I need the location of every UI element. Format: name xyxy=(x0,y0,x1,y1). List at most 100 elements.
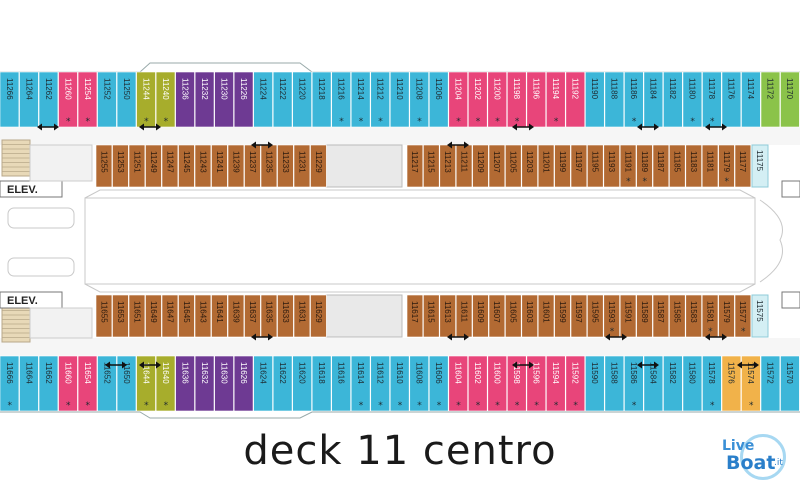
bottom-outer-row-cabin-number: 11582 xyxy=(668,362,677,384)
cabin-top-inner-end xyxy=(751,144,769,188)
bottom-outer-row-cabin-star: * xyxy=(8,401,13,411)
top-inner-right-row-cabin-star: * xyxy=(626,177,631,187)
bottom-outer-row-cabin-number: 11594 xyxy=(551,362,560,384)
top-inner-left-row-cabin-number: 11231 xyxy=(297,151,306,173)
bottom-outer-row-cabin xyxy=(155,355,176,412)
top-outer-row-cabin-star: * xyxy=(164,117,169,127)
logo-suffix: .it xyxy=(774,458,783,468)
bottom-outer-row-cabin-number: 11654 xyxy=(83,362,92,384)
bottom-outer-row-cabin xyxy=(546,355,566,412)
bottom-outer-row-cabin-star: * xyxy=(710,401,715,411)
top-outer-row-cabin xyxy=(448,71,468,128)
top-outer-row-cabin xyxy=(585,71,605,128)
bottom-outer-row-cabin-number: 11604 xyxy=(454,362,463,384)
bottom-inner-left-row-cabin xyxy=(128,294,146,338)
bottom-inner-left-row-cabin xyxy=(194,294,212,338)
top-outer-row-cabin-star: * xyxy=(86,117,91,127)
bottom-inner-right-row-cabin xyxy=(669,294,686,338)
top-outer-row-cabin xyxy=(467,71,488,128)
bottom-outer-row-cabin xyxy=(292,355,312,412)
bottom-outer-row-cabin-number: 11570 xyxy=(785,362,794,384)
top-inner-right-row-cabin-number: 11177 xyxy=(738,151,747,173)
bottom-outer-row-cabin-number: 11624 xyxy=(258,362,267,384)
top-outer-row-cabin-number: 11254 xyxy=(83,78,92,100)
top-outer-row-cabin xyxy=(233,71,254,128)
bottom-outer-row-cabin xyxy=(428,355,449,412)
bottom-outer-row-cabin-number: 11584 xyxy=(649,362,658,384)
bottom-outer-row-cabin xyxy=(194,355,215,412)
bottom-outer-row-cabin-star: * xyxy=(378,401,383,411)
top-outer-row-cabin-number: 11266 xyxy=(5,78,14,100)
lobby-block-bottom xyxy=(29,307,93,339)
top-outer-row-cabin xyxy=(604,71,625,128)
bottom-inner-right-row-cabin-number: 11591 xyxy=(623,301,632,323)
bottom-outer-row-cabin-number: 11610 xyxy=(395,362,404,384)
bottom-inner-left-row-cabin-number: 11635 xyxy=(264,301,273,323)
top-outer-row-cabin xyxy=(663,71,683,128)
top-outer-row-cabin-number: 11222 xyxy=(278,78,287,100)
service-block-bottom xyxy=(325,294,403,338)
bottom-outer-row-cabin-star: * xyxy=(456,401,461,411)
top-outer-row-cabin-number: 11240 xyxy=(161,78,170,100)
top-outer-row-cabin-number: 11226 xyxy=(239,78,248,100)
bottom-outer-row-cabin-number: 11578 xyxy=(707,362,716,384)
bottom-inner-right-row-cabin-number: 11603 xyxy=(525,301,534,323)
bottom-outer-row-cabin-number: 11592 xyxy=(571,362,580,384)
top-outer-row-cabin xyxy=(292,71,312,128)
bottom-inner-right-row-cabin xyxy=(554,294,571,338)
top-inner-right-row-cabin xyxy=(652,144,670,188)
bottom-outer-row-cabin xyxy=(565,355,586,412)
bottom-inner-right-row-cabin-number: 11611 xyxy=(459,301,468,323)
top-inner-left-row-cabin xyxy=(211,144,228,188)
bottom-outer-row-cabin-number: 11644 xyxy=(141,362,150,384)
top-outer-row-cabin-number: 11186 xyxy=(629,78,638,100)
bottom-inner-right-row-cabin-number: 11609 xyxy=(476,301,485,323)
top-inner-right-row-cabin xyxy=(521,144,538,188)
top-inner-right-row-cabin xyxy=(587,144,604,188)
bottom-inner-left-row-cabin xyxy=(293,294,311,338)
top-outer-row-cabin xyxy=(214,71,234,128)
top-inner-right-row-cabin xyxy=(472,144,489,188)
bottom-outer-row-cabin-star: * xyxy=(66,401,71,411)
bottom-outer-row-cabin-star: * xyxy=(144,401,149,411)
bottom-outer-row-cabin-star: * xyxy=(534,401,539,411)
lobby-seat-row-top xyxy=(7,207,75,229)
top-inner-right-row-cabin xyxy=(505,144,522,188)
top-outer-row-cabin-number: 11200 xyxy=(493,78,502,100)
top-inner-left-row-cabin-number: 11229 xyxy=(314,151,323,173)
top-outer-row-cabin-star: * xyxy=(339,117,344,127)
top-inner-right-row-cabin-number: 11211 xyxy=(459,151,468,173)
liveboat-logo: Live Boat .it xyxy=(718,434,794,484)
bottom-inner-left-row-cabin-number: 11655 xyxy=(99,301,108,323)
connecting-door-arrow xyxy=(251,141,273,149)
bottom-inner-left-row-cabin-number: 11641 xyxy=(215,301,224,323)
bottom-outer-row-cabin xyxy=(97,355,117,412)
bottom-outer-row-cabin-number: 11660 xyxy=(63,362,72,384)
bottom-outer-row-cabin-number: 11664 xyxy=(24,362,33,384)
top-inner-right-row-cabin-number: 11181 xyxy=(705,151,714,173)
top-outer-row-cabin-star: * xyxy=(476,117,481,127)
bottom-outer-row-cabin-star: * xyxy=(417,401,422,411)
top-inner-left-row-cabin-number: 11245 xyxy=(182,151,191,173)
top-outer-row-cabin-number: 11220 xyxy=(297,78,306,100)
top-outer-row-cabin-star: * xyxy=(495,117,500,127)
bottom-inner-right-row-cabin-star: * xyxy=(610,327,615,337)
bottom-outer-row-cabin xyxy=(116,355,137,412)
hull-top-outline xyxy=(0,62,800,73)
top-inner-right-row-cabin-number: 11185 xyxy=(673,151,682,173)
top-outer-row-cabin xyxy=(370,71,390,128)
top-inner-right-row-cabin xyxy=(669,144,686,188)
bottom-outer-row-cabin-star: * xyxy=(515,401,520,411)
bottom-outer-row-cabin xyxy=(77,355,98,412)
top-outer-row-cabin-number: 11204 xyxy=(454,78,463,100)
bottom-outer-row-cabin-number: 11616 xyxy=(336,362,345,384)
elevator-top-right xyxy=(781,180,800,198)
bottom-inner-right-row-cabin xyxy=(537,294,555,338)
bottom-outer-row-cabin-number: 11614 xyxy=(356,362,365,384)
elevator-top-label: ELEV. xyxy=(7,184,38,196)
top-inner-right-row-cabin xyxy=(406,144,424,188)
top-outer-row-cabin-star: * xyxy=(710,117,715,127)
cabin-bottom-inner-end-number: 11575 xyxy=(755,300,764,322)
atrium-bottom-edge xyxy=(84,283,756,293)
top-outer-row-cabin xyxy=(58,71,78,128)
